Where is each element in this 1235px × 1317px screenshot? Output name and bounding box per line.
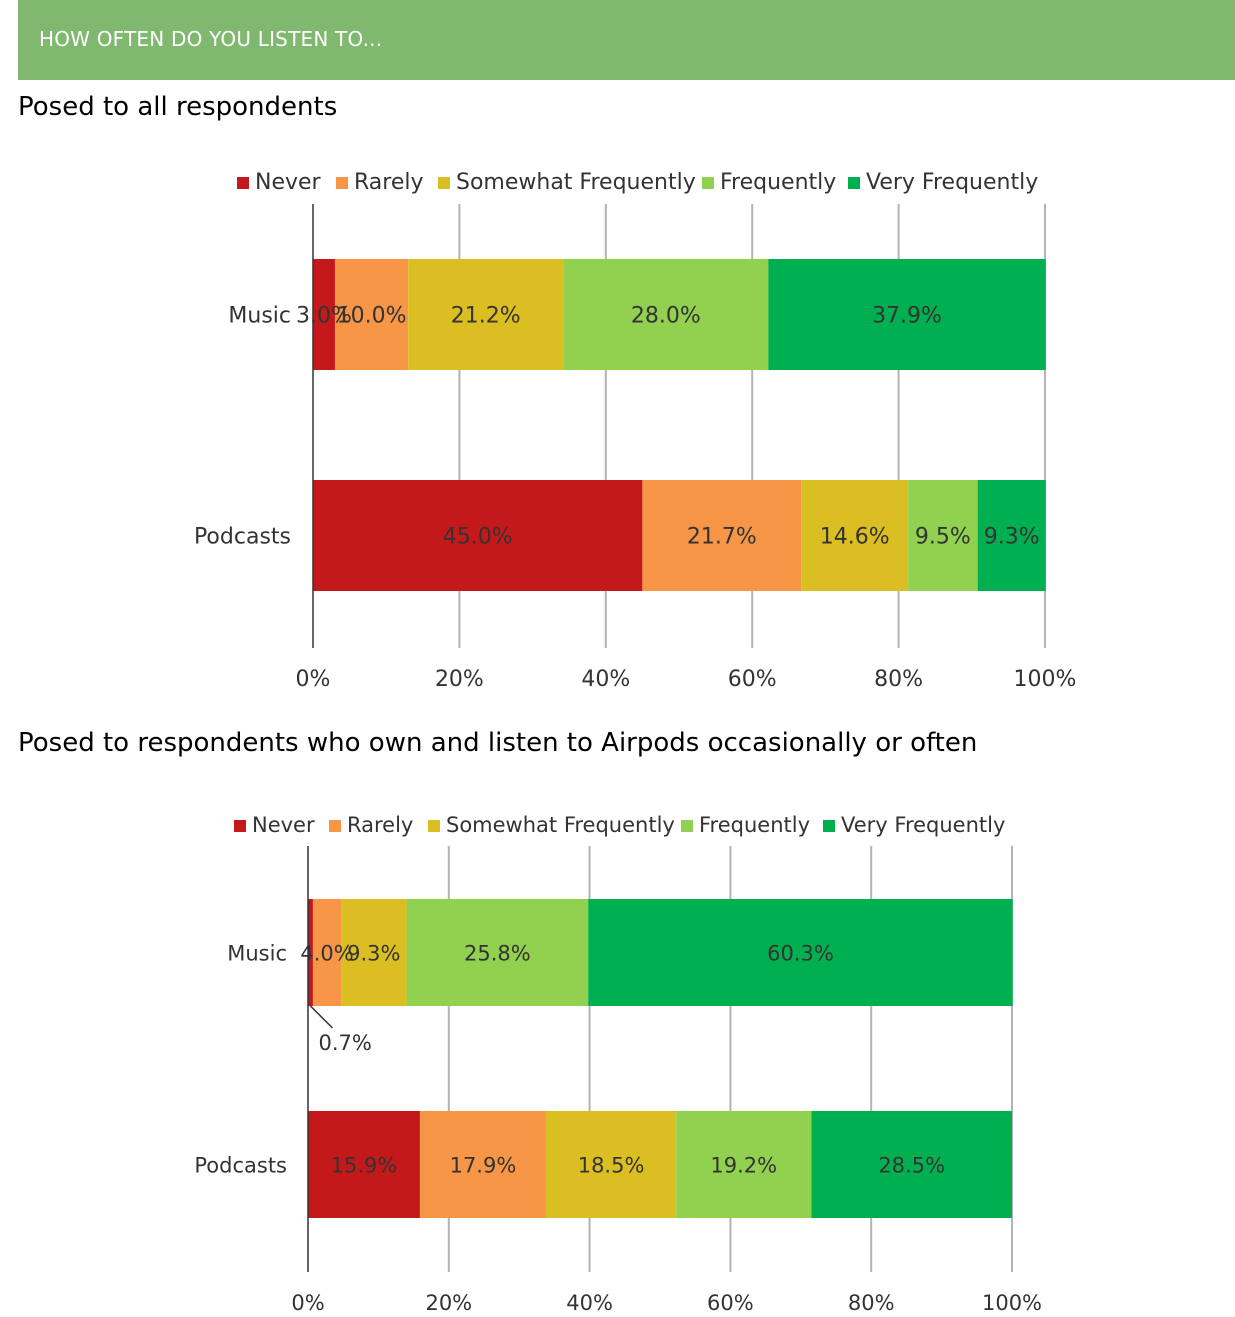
data-label: 4.0% — [300, 942, 353, 966]
category-label: Music — [228, 304, 291, 329]
data-label: 28.5% — [878, 1154, 945, 1178]
legend-swatch-very-frequently — [823, 820, 835, 832]
bar-podcasts-never — [313, 480, 643, 591]
bar-podcasts-somewhat-frequently — [801, 480, 909, 591]
legend-swatch-frequently — [702, 177, 714, 189]
data-label: 17.9% — [450, 1154, 517, 1178]
bar-podcasts-frequently — [908, 480, 978, 591]
x-tick-label: 80% — [874, 667, 923, 692]
x-tick-label: 60% — [728, 667, 777, 692]
data-label: 14.6% — [820, 525, 890, 550]
x-tick-label: 100% — [1014, 667, 1077, 692]
data-label: 18.5% — [578, 1154, 645, 1178]
legend-label: Somewhat Frequently — [446, 813, 675, 837]
legend-swatch-rarely — [336, 177, 348, 189]
data-label: 9.3% — [347, 942, 400, 966]
category-label: Music — [227, 942, 287, 966]
legend-label: Somewhat Frequently — [456, 170, 696, 195]
legend-label: Rarely — [354, 170, 424, 195]
legend-label: Never — [252, 813, 315, 837]
bar-music-frequently — [563, 259, 769, 370]
leader-line — [309, 1005, 333, 1029]
header-title: HOW OFTEN DO YOU LISTEN TO... — [39, 27, 383, 51]
bar-music-very-frequently — [768, 259, 1046, 370]
x-tick-label: 100% — [982, 1291, 1042, 1315]
data-label: 9.5% — [915, 525, 971, 550]
legend-swatch-frequently — [681, 820, 693, 832]
bar-music-somewhat-frequently — [341, 899, 407, 1006]
legend-swatch-somewhat-frequently — [438, 177, 450, 189]
legend-label: Very Frequently — [866, 170, 1038, 195]
data-label: 15.9% — [331, 1154, 398, 1178]
bar-music-somewhat-frequently — [408, 259, 564, 370]
legend-label: Frequently — [720, 170, 836, 195]
legend-swatch-rarely — [329, 820, 341, 832]
bar-podcasts-frequently — [676, 1111, 812, 1218]
legend-label: Never — [255, 170, 322, 195]
data-label: 21.2% — [451, 304, 521, 329]
bar-podcasts-never — [308, 1111, 420, 1218]
bar-music-rarely — [312, 899, 342, 1006]
category-label: Podcasts — [194, 1154, 287, 1178]
data-label: 19.2% — [710, 1154, 777, 1178]
data-label: 60.3% — [767, 942, 834, 966]
x-tick-label: 0% — [291, 1291, 324, 1315]
bar-podcasts-rarely — [642, 480, 802, 591]
data-label: 45.0% — [443, 525, 513, 550]
legend-swatch-very-frequently — [848, 177, 860, 189]
bar-podcasts-somewhat-frequently — [545, 1111, 677, 1218]
legend-label: Very Frequently — [841, 813, 1005, 837]
data-label: 28.0% — [631, 304, 701, 329]
x-tick-label: 40% — [566, 1291, 613, 1315]
bar-music-frequently — [406, 899, 589, 1006]
data-label: 21.7% — [687, 525, 757, 550]
x-tick-label: 40% — [581, 667, 630, 692]
bar-music-never — [313, 259, 335, 370]
data-label: 10.0% — [337, 304, 407, 329]
legend-label: Frequently — [699, 813, 810, 837]
x-tick-label: 0% — [296, 667, 331, 692]
legend-label: Rarely — [347, 813, 413, 837]
legend-swatch-somewhat-frequently — [428, 820, 440, 832]
bar-podcasts-rarely — [419, 1111, 546, 1218]
x-tick-label: 20% — [435, 667, 484, 692]
data-label: 9.3% — [984, 525, 1040, 550]
x-tick-label: 60% — [707, 1291, 754, 1315]
category-label: Podcasts — [194, 525, 291, 550]
bar-music-never — [308, 899, 313, 1006]
bar-podcasts-very-frequently — [811, 1111, 1012, 1218]
x-tick-label: 80% — [848, 1291, 895, 1315]
section-subtitle-2: Posed to respondents who own and listen … — [18, 728, 978, 758]
x-tick-label: 20% — [425, 1291, 472, 1315]
data-label: 3.0% — [296, 304, 352, 329]
data-label: 37.9% — [872, 304, 942, 329]
bar-music-rarely — [334, 259, 409, 370]
section-subtitle-1: Posed to all respondents — [18, 92, 338, 122]
bar-music-very-frequently — [588, 899, 1013, 1006]
bar-podcasts-very-frequently — [977, 480, 1046, 591]
data-label: 25.8% — [464, 942, 531, 966]
data-label: 0.7% — [318, 1031, 371, 1055]
legend-swatch-never — [237, 177, 249, 189]
legend-swatch-never — [234, 820, 246, 832]
header-banner: HOW OFTEN DO YOU LISTEN TO... — [18, 0, 1235, 80]
